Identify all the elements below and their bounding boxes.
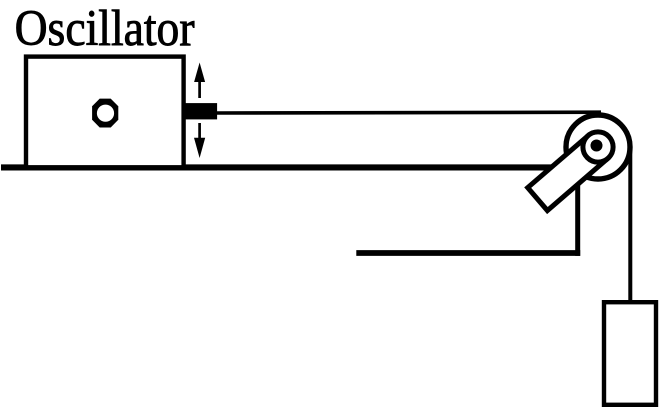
- svg-text:Oscillator: Oscillator: [15, 0, 195, 56]
